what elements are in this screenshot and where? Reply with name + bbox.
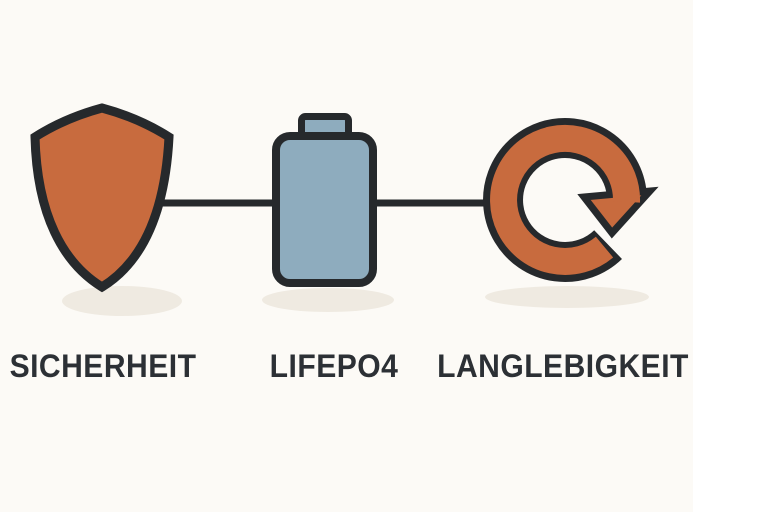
battery-shadow <box>262 288 394 312</box>
icon-shadows <box>62 286 649 316</box>
shield-icon <box>30 103 174 293</box>
label-sicherheit: SICHERHEIT <box>9 348 197 384</box>
label-langlebigkeit: LANGLEBIGKEIT <box>437 348 689 384</box>
rotate-arrow-icon <box>483 118 659 282</box>
shield-shadow <box>62 286 182 316</box>
battery-body <box>272 132 377 287</box>
arrow-ring-fill <box>490 124 641 275</box>
background-right-strip <box>693 0 768 512</box>
battery-icon <box>272 113 377 287</box>
arrow-shadow <box>485 286 649 308</box>
label-lifepo4: LIFEPO4 <box>269 348 399 384</box>
